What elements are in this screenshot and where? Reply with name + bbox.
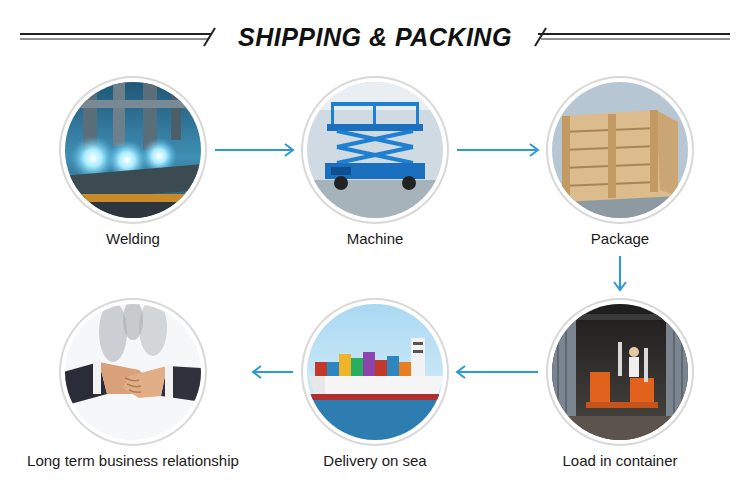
step-label: Delivery on sea (301, 452, 449, 470)
arrow-head (457, 366, 465, 378)
process-step: Machine (301, 76, 449, 248)
wooden-crate-photo (546, 76, 694, 224)
step-label: Machine (301, 230, 449, 248)
arrow-shaft (619, 256, 621, 290)
photo-area (546, 76, 694, 230)
process-step: Delivery on sea (301, 298, 449, 470)
flow-arrow (253, 366, 293, 378)
photo-area (59, 76, 207, 230)
diagram-title: SHIPPING & PACKING (238, 22, 512, 52)
flow-arrow (457, 366, 538, 378)
photo-area (301, 76, 449, 230)
photo-area (546, 298, 694, 452)
ship-photo (301, 298, 449, 446)
arrow-shaft (457, 371, 538, 373)
process-step: Package (546, 76, 694, 248)
photo-area (21, 298, 245, 452)
arrow-head (253, 366, 261, 378)
scissor-lift-photo (301, 76, 449, 224)
arrow-shaft (457, 149, 538, 151)
photo-area (301, 298, 449, 452)
process-step: Long term business relationship (21, 298, 245, 470)
handshake-photo (59, 298, 207, 446)
arrow-shaft (215, 149, 293, 151)
step-label: Long term business relationship (21, 452, 245, 470)
arrow-head (530, 144, 538, 156)
arrow-head (614, 282, 626, 290)
step-label: Welding (59, 230, 207, 248)
step-label: Load in container (546, 452, 694, 470)
arrow-shaft (253, 371, 293, 373)
process-step: Load in container (546, 298, 694, 470)
flow-arrow (457, 144, 538, 156)
container-photo (546, 298, 694, 446)
flow-arrow (614, 256, 626, 290)
process-step: Welding (59, 76, 207, 248)
flow-arrow (215, 144, 293, 156)
arrow-head (285, 144, 293, 156)
welding-photo (59, 76, 207, 224)
step-label: Package (546, 230, 694, 248)
